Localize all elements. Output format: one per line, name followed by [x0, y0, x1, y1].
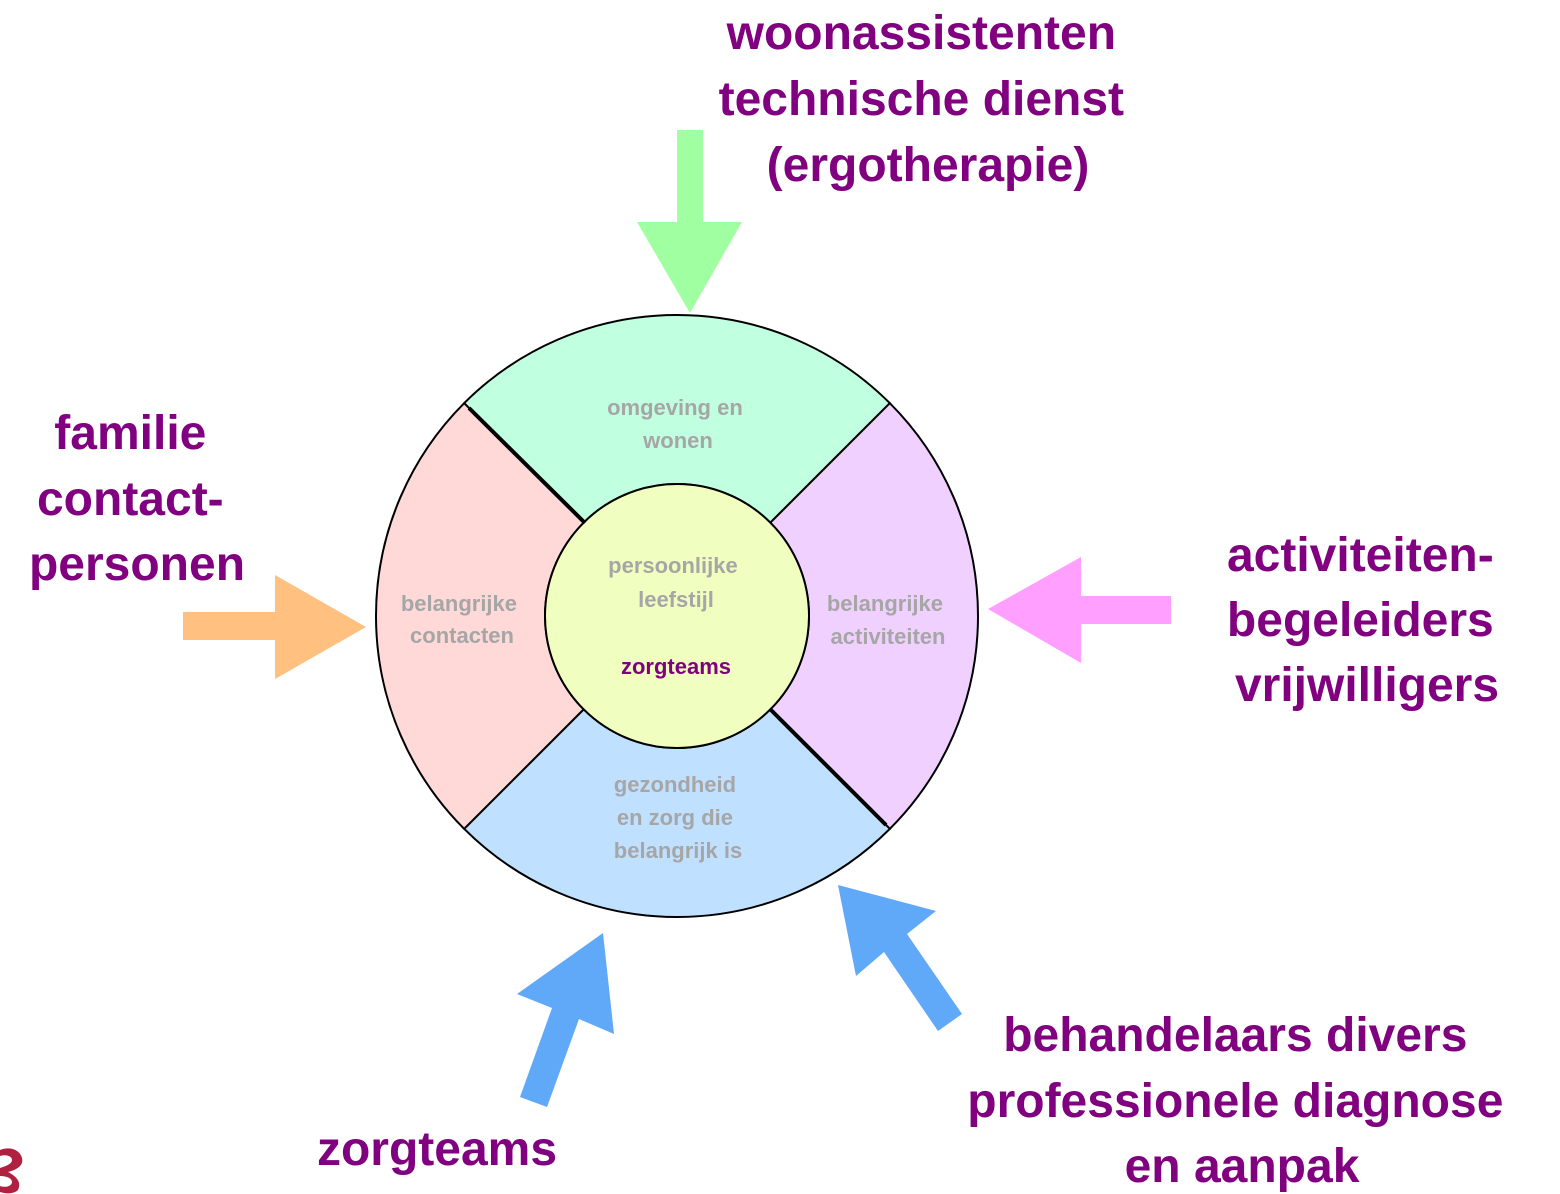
- segment-left-label: belangrijke contacten: [401, 591, 523, 648]
- arrow-down-green: [637, 130, 742, 313]
- segment-top-label: omgeving en wonen: [607, 395, 749, 453]
- center-accent-zorgteams: zorgteams: [621, 654, 731, 679]
- arrow-left-pink: [988, 557, 1171, 663]
- actor-top-label: woonassistenten technische dienst (ergot…: [719, 7, 1138, 192]
- center-circle-leefstijl: [544, 483, 810, 749]
- center-label: persoonlijke leefstijl: [608, 553, 744, 612]
- actor-right-label: activiteiten- begeleiders vrijwilligers: [1227, 529, 1507, 712]
- logo-mark: [0, 1148, 23, 1194]
- divider-bottom-right: [768, 707, 888, 827]
- actor-left-label: familie contact- personen: [29, 407, 245, 591]
- actor-bottom-right-label: behandelaars divers professionele diagno…: [967, 1009, 1516, 1193]
- arrow-up-right-blue-left: [517, 933, 614, 1107]
- segment-right-label: belangrijke activiteiten: [827, 591, 949, 649]
- arrow-right-orange: [183, 575, 366, 679]
- actor-bottom-left-label: zorgteams: [317, 1123, 557, 1176]
- divider-top-left: [467, 406, 587, 525]
- arrow-up-left-blue-right: [838, 885, 962, 1031]
- segment-bottom-label: gezondheid en zorg die belangrijk is: [614, 772, 742, 863]
